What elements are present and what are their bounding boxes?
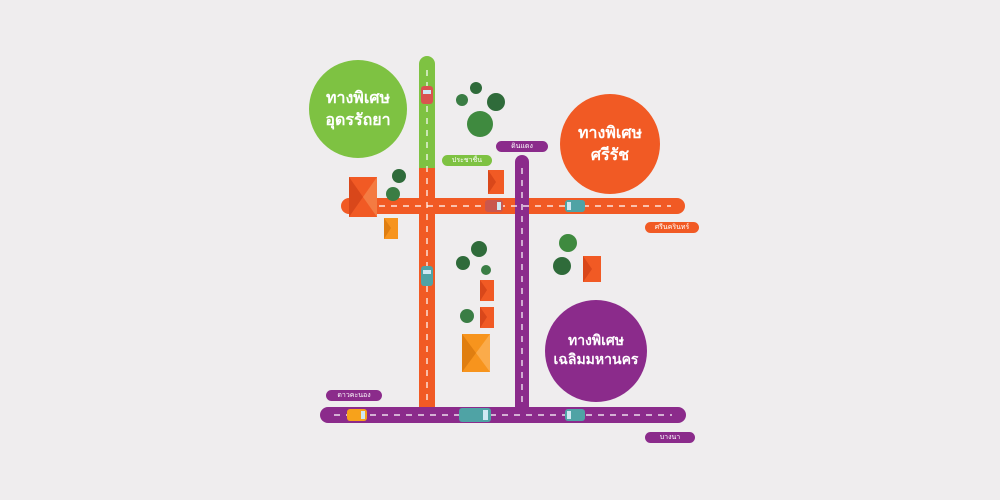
tree-icon — [386, 187, 400, 201]
tree-icon — [470, 82, 482, 94]
expressway-label-chaloem-maha-nakhon: ทางพิเศษ เฉลิมมหานคร — [545, 300, 647, 402]
house-icon — [349, 177, 377, 217]
tree-icon — [456, 256, 470, 270]
bubble-label: ทางพิเศษ อุดรรัถยา — [325, 88, 391, 129]
tree-icon — [559, 234, 577, 252]
car-icon — [421, 266, 433, 286]
tree-icon — [481, 265, 491, 275]
trees — [386, 82, 577, 323]
tree-icon — [460, 309, 474, 323]
place-label-din-daeng: ดินแดง — [496, 141, 548, 152]
tree-icon — [487, 93, 505, 111]
expressway-label-udon-rathaya: ทางพิเศษ อุดรรัถยา — [309, 60, 407, 158]
tree-icon — [471, 241, 487, 257]
tree-icon — [467, 111, 493, 137]
car-icon — [485, 200, 503, 212]
tree-icon — [456, 94, 468, 106]
house-icon — [583, 256, 601, 282]
house-icon — [480, 307, 494, 328]
place-label-dao-khanong: ดาวคะนอง — [326, 390, 382, 401]
car-icon — [459, 408, 491, 422]
bubble-label: ทางพิเศษ ศรีรัช — [577, 123, 643, 164]
car-icon — [565, 200, 585, 212]
car-icon — [347, 409, 367, 421]
bubble-label: ทางพิเศษ เฉลิมมหานคร — [553, 333, 639, 368]
car-icon — [421, 86, 433, 104]
roads — [320, 56, 686, 423]
place-label-bang-na: บางนา — [645, 432, 695, 443]
house-icon — [480, 280, 494, 301]
house-icon — [462, 334, 490, 372]
buildings — [349, 170, 601, 372]
place-label-si-nakharin: ศรีนครินทร์ — [645, 222, 699, 233]
house-icon — [488, 170, 504, 194]
car-icon — [565, 409, 585, 421]
vehicles — [347, 86, 585, 422]
tree-icon — [392, 169, 406, 183]
house-icon — [384, 218, 398, 239]
place-label-prachachuen: ประชาชื่น — [442, 155, 492, 166]
expressway-label-si-rat: ทางพิเศษ ศรีรัช — [560, 94, 660, 194]
tree-icon — [553, 257, 571, 275]
